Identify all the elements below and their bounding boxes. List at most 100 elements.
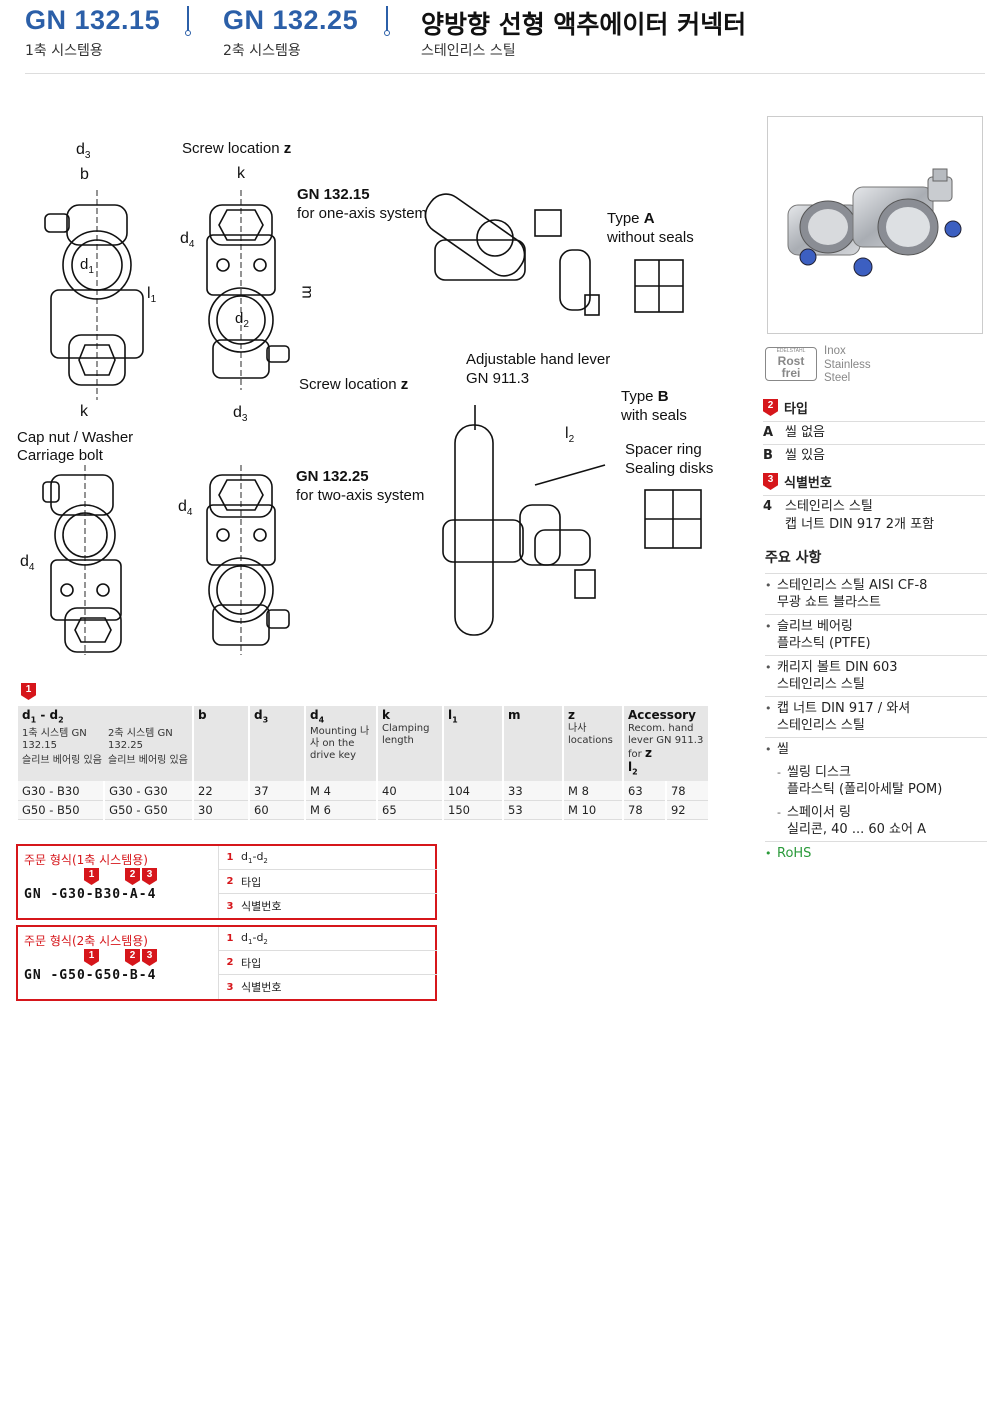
dim-d4-a: d4 bbox=[180, 230, 195, 251]
product-code-1: GN 132.15 bbox=[25, 5, 161, 35]
cell-d2: G50 - G50 bbox=[104, 800, 194, 820]
page-subtitle: 스테인리스 스틸 bbox=[421, 43, 516, 59]
dim-d2: d2 bbox=[235, 310, 249, 330]
cell-k: 65 bbox=[377, 800, 444, 820]
dim-l1: l1 bbox=[147, 285, 157, 306]
cell-z: M 8 bbox=[563, 781, 624, 801]
th-sys2: 2축 시스템 GN 132.25 bbox=[108, 728, 173, 752]
header-separator bbox=[187, 6, 189, 32]
th-sys2-sub: 슬리브 베어링 있음 bbox=[108, 755, 188, 767]
dim-k-bottom: k bbox=[80, 403, 88, 420]
cell-l1: 104 bbox=[443, 781, 504, 801]
table-row: G50 - B50 G50 - G50 30 60 M 6 65 150 53 … bbox=[18, 800, 711, 820]
dim-m: m bbox=[298, 285, 316, 299]
cell-acc1: 78 bbox=[623, 800, 667, 820]
features-list: 스테인리스 스틸 AISI CF-8무광 쇼트 블라스트 슬리브 베어링플라스틱… bbox=[765, 574, 987, 865]
list-item: 스테인리스 스틸 AISI CF-8무광 쇼트 블라스트 bbox=[765, 574, 987, 615]
features-section: 주요 사항 스테인리스 스틸 AISI CF-8무광 쇼트 블라스트 슬리브 베… bbox=[765, 547, 987, 865]
cell-b: 22 bbox=[193, 781, 250, 801]
th-sys1: 1축 시스템 GN 132.15 bbox=[22, 728, 87, 752]
cell-acc2: 78 bbox=[665, 781, 711, 801]
label-carriage-bolt: Carriage bolt bbox=[17, 447, 103, 464]
marker-3: 3 bbox=[142, 868, 157, 885]
header-separator-dot bbox=[384, 30, 390, 36]
features-title: 주요 사항 bbox=[765, 547, 987, 574]
marker-2: 2 bbox=[125, 949, 140, 966]
dim-k-top: k bbox=[237, 165, 245, 182]
product-code-2: GN 132.25 bbox=[223, 5, 359, 35]
dim-d1: d1 bbox=[80, 256, 94, 276]
dim-d4-c: d4 bbox=[20, 553, 35, 574]
label-type-a: Type A bbox=[607, 210, 655, 227]
dim-d3-top: d3 bbox=[76, 141, 91, 162]
header-divider bbox=[25, 73, 985, 74]
rostfrei-badge: EDELSTAHL Rost frei bbox=[765, 347, 817, 381]
rohs-item: RoHS bbox=[765, 842, 987, 865]
th-b: b bbox=[193, 706, 250, 782]
dim-b: b bbox=[80, 166, 89, 183]
label-type-b: Type B bbox=[621, 388, 669, 405]
cell-d1: G30 - B30 bbox=[18, 781, 106, 801]
th-l1: l1 bbox=[443, 706, 504, 782]
cell-d4: M 6 bbox=[305, 800, 378, 820]
label-screw-location-bottom: Screw location z bbox=[299, 376, 409, 393]
technical-drawing bbox=[42, 190, 702, 655]
label-type-b-sub: with seals bbox=[621, 407, 687, 424]
list-item: 씰 bbox=[765, 738, 987, 761]
th-d3: d3 bbox=[249, 706, 306, 782]
marker-3: 3 bbox=[142, 949, 157, 966]
cell-k: 40 bbox=[377, 781, 444, 801]
label-gn15-sub: for one-axis system bbox=[297, 205, 428, 222]
cell-l1: 150 bbox=[443, 800, 504, 820]
cell-d3: 60 bbox=[249, 800, 306, 820]
cell-m: 53 bbox=[503, 800, 564, 820]
table-row: G30 - B30 G30 - G30 22 37 M 4 40 104 33 … bbox=[18, 781, 711, 801]
label-gn25: GN 132.25 bbox=[296, 468, 369, 485]
product-sub-1: 1축 시스템용 bbox=[25, 43, 103, 59]
dim-d3-bottom: d3 bbox=[233, 404, 248, 425]
material-label: Inox Stainless Steel bbox=[824, 345, 871, 384]
cell-m: 33 bbox=[503, 781, 564, 801]
cell-acc2: 92 bbox=[665, 800, 711, 820]
cell-d1: G50 - B50 bbox=[18, 800, 106, 820]
header-separator-dot bbox=[185, 30, 191, 36]
marker-1: 1 bbox=[84, 868, 99, 885]
cell-acc1: 63 bbox=[623, 781, 667, 801]
order-title: 주문 형식(1축 시스템용) bbox=[24, 853, 148, 867]
cell-d3: 37 bbox=[249, 781, 306, 801]
label-sealing-disks: Sealing disks bbox=[625, 460, 714, 477]
marker-1: 1 bbox=[21, 683, 36, 700]
label-type-a-sub: without seals bbox=[607, 229, 694, 246]
dim-l2: l2 bbox=[565, 425, 575, 446]
th-m: m bbox=[503, 706, 564, 782]
cell-d4: M 4 bbox=[305, 781, 378, 801]
label-gn25-sub: for two-axis system bbox=[296, 487, 425, 504]
label-screw-location-top: Screw location z bbox=[182, 140, 292, 157]
product-photo bbox=[767, 116, 983, 334]
marker-1: 1 bbox=[84, 949, 99, 966]
marker-2: 2 bbox=[125, 868, 140, 885]
cell-d2: G30 - G30 bbox=[104, 781, 194, 801]
cell-z: M 10 bbox=[563, 800, 624, 820]
order-code: GN -G30-B30-A-4 bbox=[24, 887, 157, 902]
label-adj-lever: Adjustable hand lever bbox=[466, 351, 611, 368]
header-separator bbox=[386, 6, 388, 32]
order-code: GN -G50-G50-B-4 bbox=[24, 968, 157, 983]
